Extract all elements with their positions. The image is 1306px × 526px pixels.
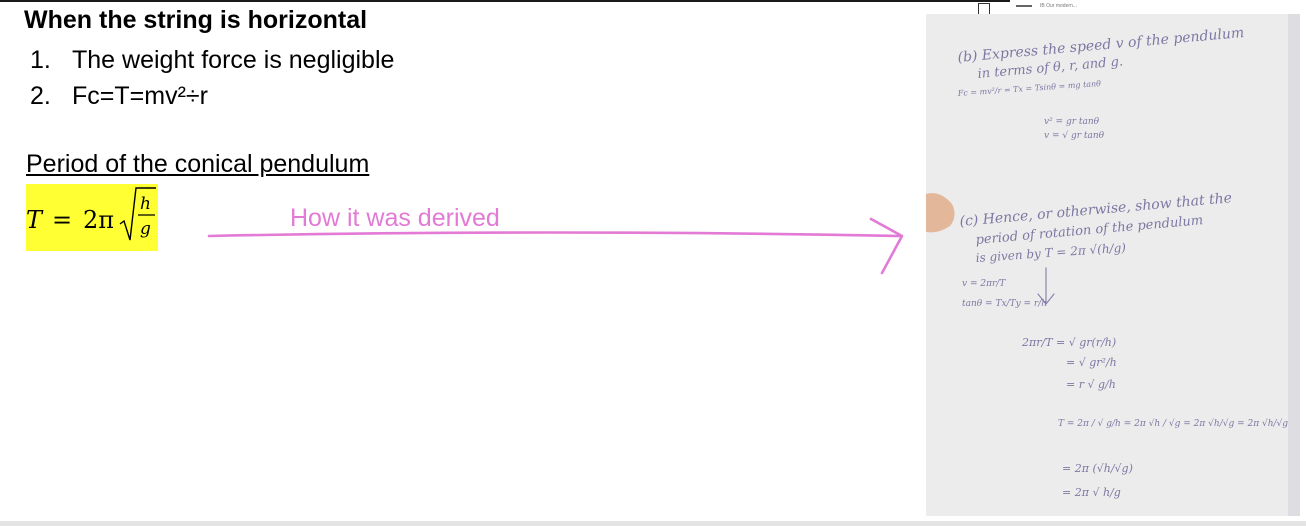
period-formula: T = 2π h g: [26, 184, 158, 251]
note-c-line7: = √ gr²/h: [1066, 356, 1117, 369]
slide-heading: When the string is horizontal: [24, 6, 368, 34]
derived-label: How it was derived: [290, 204, 500, 232]
note-c-line10: = 2π (√h/√g): [1062, 462, 1133, 475]
note-c-line5: tanθ = Tx/Ty = r/h: [962, 299, 1047, 309]
arrow-icon: [207, 217, 904, 275]
formula-coefficient: 2π: [83, 206, 114, 234]
minus-icon: [1016, 5, 1032, 7]
bottom-scroll-edge: [0, 521, 1306, 526]
note-c-line9: T = 2π / √ g/h = 2π √h / √g = 2π √h/√g =…: [1058, 418, 1288, 429]
list-number: 2.: [30, 82, 51, 110]
formula-denominator: g: [140, 219, 151, 239]
top-tab-label: IB Our modern...: [1040, 3, 1077, 9]
list-number: 1.: [30, 46, 51, 74]
formula-equals: =: [52, 206, 72, 234]
down-arrow-icon: [1037, 267, 1055, 305]
note-c-line8: = r √ g/h: [1066, 378, 1116, 391]
formula-lhs: T: [26, 206, 44, 234]
hand-shape: [926, 193, 955, 233]
top-rule: [0, 0, 1010, 2]
handwritten-notes-photo: (b) Express the speed v of the pendulum …: [926, 14, 1300, 516]
list-text: Fc=T=mv²÷r: [72, 82, 208, 110]
notes-list: 1. The weight force is negligible 2. Fc=T=…: [30, 42, 394, 114]
note-b-line5: v = √ gr tanθ: [1044, 130, 1105, 141]
list-item: 2. Fc=T=mv²÷r: [30, 78, 394, 114]
note-c-line4: v = 2πr/T: [962, 279, 1006, 289]
list-item: 1. The weight force is negligible: [30, 42, 394, 78]
square-root-sign: [119, 187, 156, 241]
formula-numerator: h: [140, 194, 151, 214]
note-c-line11: = 2π √ h/g: [1062, 486, 1121, 499]
section-title: Period of the conical pendulum: [26, 150, 370, 178]
note-c-line6: 2πr/T = √ gr(r/h): [1021, 336, 1116, 349]
list-text: The weight force is negligible: [72, 46, 395, 74]
note-b-line4: v² = gr tanθ: [1044, 117, 1100, 127]
